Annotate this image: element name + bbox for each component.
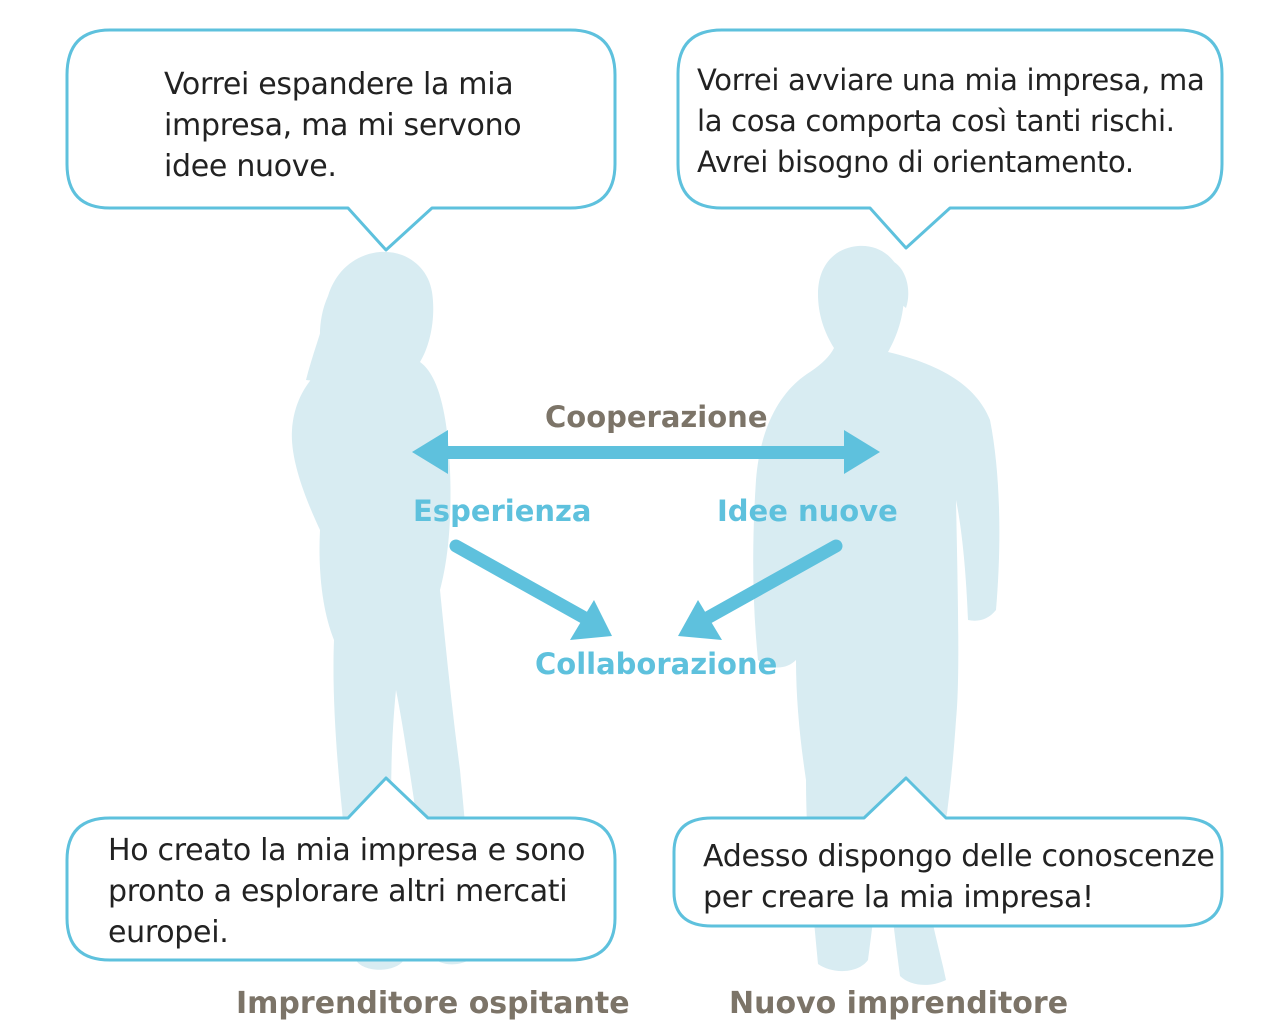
- caption-new-entrepreneur: Nuovo imprenditore: [729, 986, 1069, 1021]
- label-cooperation: Cooperazione: [545, 400, 768, 434]
- arrow-experience-to-collaboration-icon: [449, 539, 612, 640]
- bubble-text-top-right: Vorrei avviare una mia impresa, ma la co…: [697, 63, 1205, 179]
- speech-bubble-bottom-right: [672, 776, 1224, 928]
- label-experience: Esperienza: [413, 494, 592, 528]
- bubble-text-bottom-right: Adesso dispongo delle conoscenze per cre…: [703, 839, 1215, 915]
- label-collaboration: Collaborazione: [535, 647, 778, 681]
- bubble-text-top-left: Vorrei espandere la mia impresa, ma mi s…: [164, 67, 522, 184]
- bubble-text-bottom-left: Ho creato la mia impresa e sono pronto a…: [108, 833, 586, 950]
- speech-bubble-top-left: [65, 28, 617, 252]
- double-arrow-icon: [412, 430, 880, 474]
- woman-silhouette-icon: [291, 251, 478, 970]
- label-new-ideas: Idee nuove: [717, 494, 898, 528]
- arrow-ideas-to-collaboration-icon: [678, 539, 843, 640]
- speech-bubble-top-right: [676, 28, 1224, 250]
- man-silhouette-icon: [753, 245, 1000, 985]
- speech-bubble-bottom-left: [65, 776, 617, 962]
- caption-host-entrepreneur: Imprenditore ospitante: [236, 986, 630, 1021]
